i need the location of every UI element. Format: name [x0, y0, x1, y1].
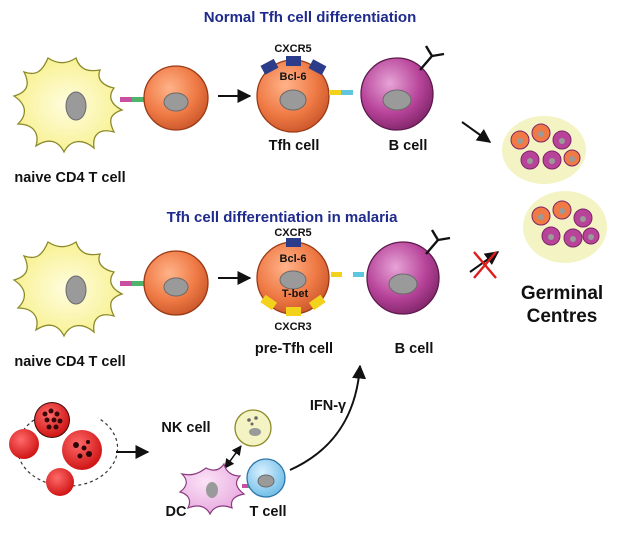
synapse-4 [331, 272, 364, 277]
nk-cell [234, 409, 272, 447]
tbet-label: T-bet [282, 288, 309, 300]
germinal-centre-2 [523, 191, 607, 263]
panel-normal-title: Normal Tfh cell differentiation [204, 9, 417, 26]
t-cell-small [242, 458, 286, 498]
b-cell-label-2: B cell [395, 341, 434, 357]
nk-dc-interaction-arrow [224, 445, 242, 469]
panel-malaria-title: Tfh cell differentiation in malaria [167, 209, 399, 226]
cxcr3-label: CXCR3 [274, 321, 311, 333]
dendritic-cell-1 [12, 56, 124, 154]
ifn-gamma-arrow [289, 364, 367, 471]
blocked-arrow [469, 251, 500, 279]
infected-rbc-cluster [9, 402, 119, 496]
synapse-2 [329, 90, 353, 95]
cxcr5-label-2: CXCR5 [274, 227, 311, 239]
germinal-label-line1: Germinal [521, 283, 603, 304]
nk-cell-label: NK cell [161, 420, 210, 436]
b-cell-2 [366, 229, 451, 315]
tfh-cell-label: Tfh cell [269, 138, 320, 154]
pre-tfh-cell-label: pre-Tfh cell [255, 341, 333, 357]
pre-tfh-cell [256, 238, 330, 316]
b-cell-1 [360, 45, 445, 131]
dc-label-2: naive CD4 T cell [14, 354, 125, 370]
synapse-3 [120, 281, 144, 286]
bcl6-label-1: Bcl-6 [280, 71, 307, 83]
arrow-to-gc-1 [461, 121, 492, 143]
tfh-cell [256, 56, 330, 133]
dendritic-cell-2 [12, 240, 124, 338]
naive-t-cell-2 [143, 250, 209, 316]
germinal-centre-1 [502, 116, 586, 184]
synapse-1 [120, 97, 144, 102]
t-cell-small-label: T cell [249, 504, 286, 520]
bcl6-label-2: Bcl-6 [280, 253, 307, 265]
dc-small-label: DC [166, 504, 187, 520]
dendritic-cell-small [178, 462, 246, 516]
naive-t-cell-1 [143, 65, 209, 131]
dc-label-1: naive CD4 T cell [14, 170, 125, 186]
b-cell-label-1: B cell [389, 138, 428, 154]
germinal-label-line2: Centres [527, 306, 598, 327]
ifn-gamma-label: IFN-γ [310, 398, 346, 414]
cxcr5-label-1: CXCR5 [274, 43, 311, 55]
